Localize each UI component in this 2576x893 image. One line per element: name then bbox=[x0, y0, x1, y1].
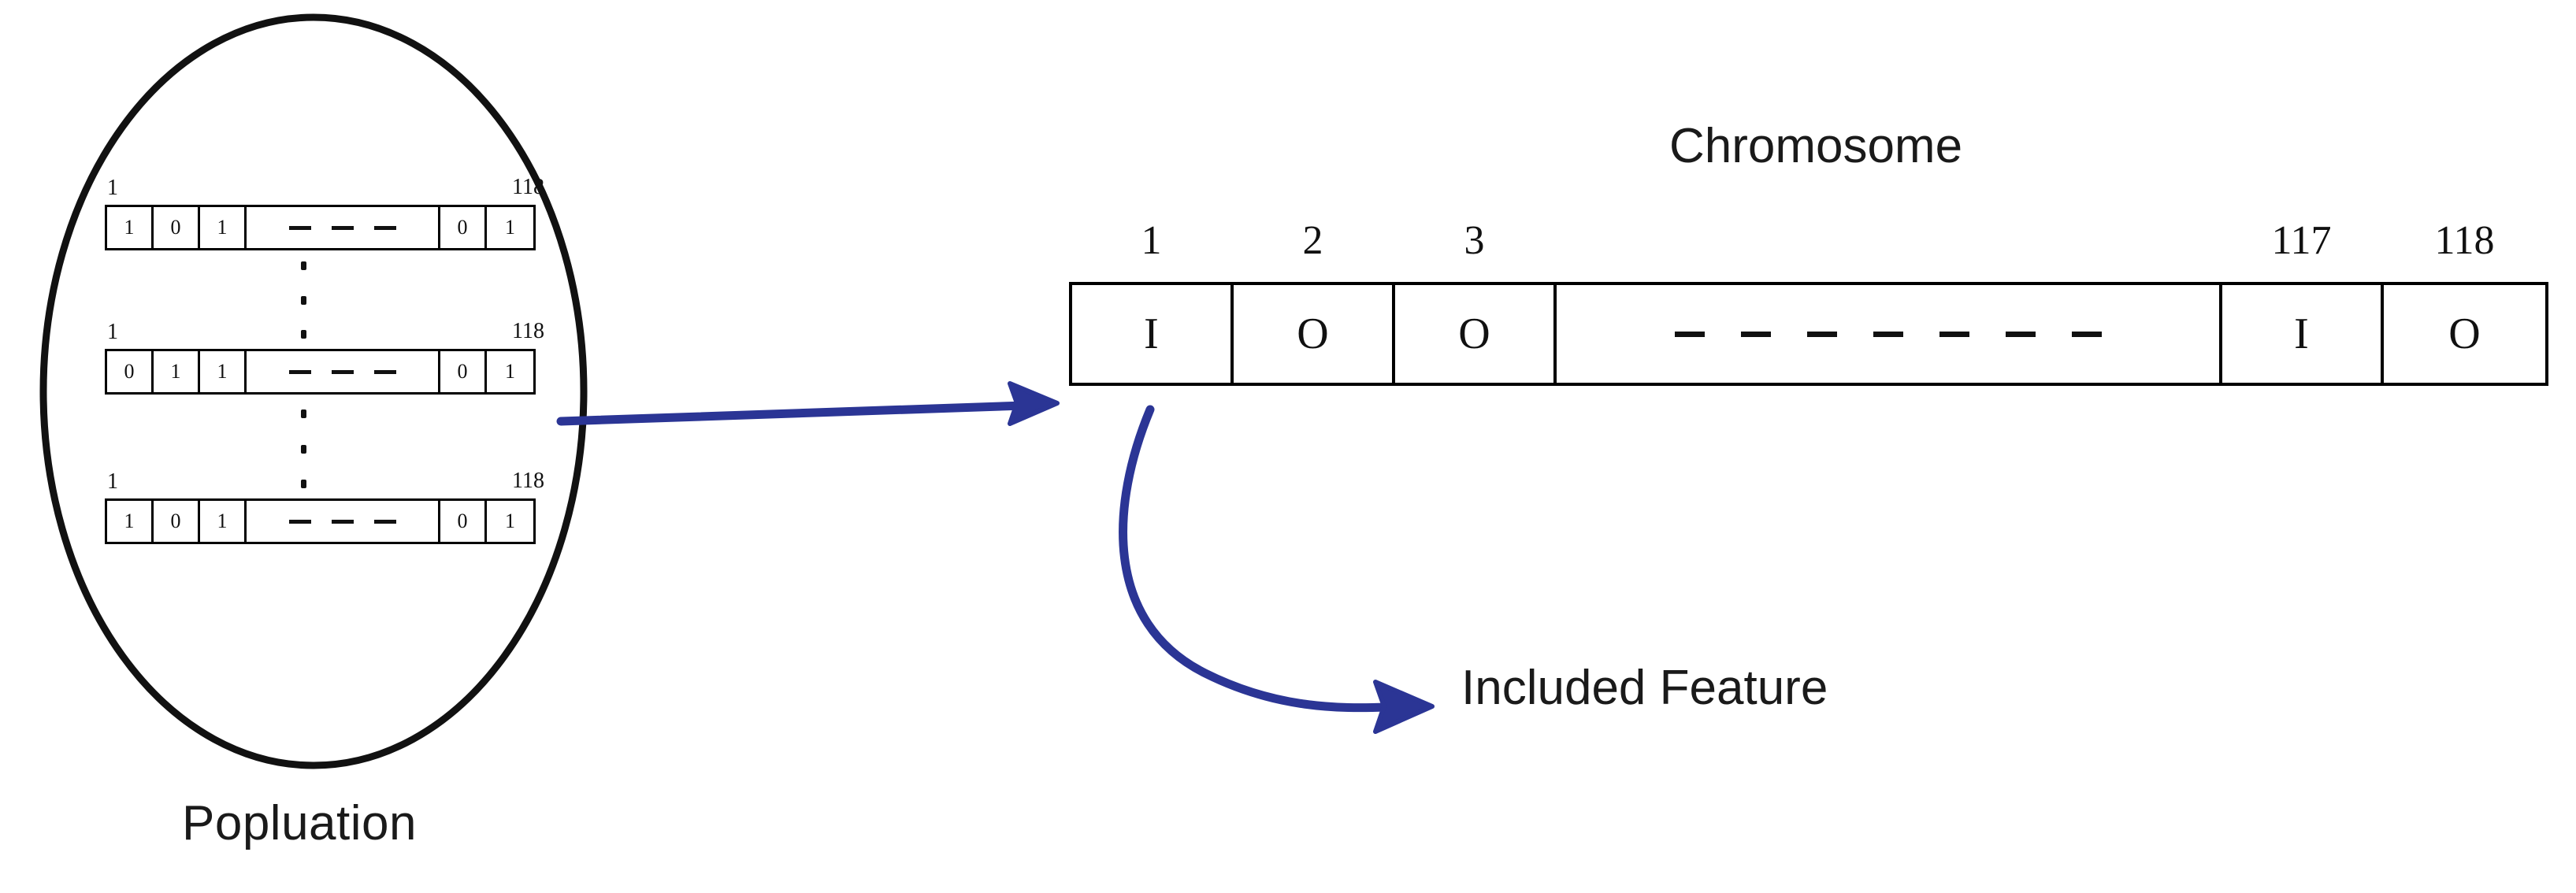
chromosome-gene-value: O bbox=[1458, 309, 1490, 358]
dash-mark-icon bbox=[2005, 331, 2036, 337]
chromosome-index-118: 118 bbox=[2434, 218, 2495, 263]
population-gene-cell: 1 bbox=[505, 509, 515, 532]
dash-mark-icon bbox=[288, 369, 311, 374]
population-row: 1 118 0 1 1 0 1 bbox=[105, 321, 544, 395]
population-row-separator-dots bbox=[299, 261, 307, 339]
dash-mark-icon bbox=[1873, 331, 1903, 337]
population-row-index-end: 118 bbox=[512, 469, 544, 493]
population-gene-cell: 1 bbox=[200, 351, 247, 392]
included-feature-callout-arrow bbox=[1119, 405, 1435, 734]
dot-icon bbox=[300, 261, 306, 270]
population-gene-cell: 1 bbox=[107, 207, 154, 248]
dash-mark-icon bbox=[288, 225, 311, 230]
chromosome-index-2: 2 bbox=[1302, 218, 1323, 263]
chromosome-gene-value: O bbox=[2448, 309, 2481, 358]
population-gene-cell: 1 bbox=[505, 360, 515, 383]
population-ellipsis-cell bbox=[247, 501, 440, 542]
dot-icon bbox=[300, 444, 306, 454]
population-gene-cell: 1 bbox=[200, 501, 247, 542]
population-gene-cell: 0 bbox=[440, 351, 487, 392]
population-row-index-start: 1 bbox=[107, 176, 118, 200]
population-label: Popluation bbox=[181, 796, 418, 850]
population-row: 1 118 1 0 1 0 1 bbox=[105, 470, 544, 544]
population-row-separator-dots bbox=[299, 409, 307, 488]
dash-mark-icon bbox=[1740, 331, 1771, 337]
population-row-index-end: 118 bbox=[512, 319, 544, 343]
dash-mark-icon bbox=[373, 519, 396, 524]
chromosome-index-1: 1 bbox=[1141, 218, 1162, 263]
population-gene-cell: 0 bbox=[440, 207, 487, 248]
chromosome-index-3: 3 bbox=[1464, 218, 1485, 263]
chromosome-gene-cell-118: 118 O bbox=[2384, 220, 2545, 383]
population-chromosome-strip: 0 1 1 0 1 bbox=[105, 349, 536, 395]
population-gene-cell: 1 bbox=[200, 207, 247, 248]
population-gene-cell: 1 bbox=[505, 216, 515, 239]
population-gene-cell: 0 bbox=[154, 501, 200, 542]
dot-icon bbox=[300, 480, 306, 488]
dash-mark-icon bbox=[2071, 331, 2102, 337]
dash-mark-icon bbox=[331, 519, 354, 524]
dot-icon bbox=[300, 295, 306, 305]
chromosome-index-117: 117 bbox=[2271, 218, 2332, 263]
dash-mark-icon bbox=[1674, 331, 1705, 337]
population-gene-cell: 1 bbox=[107, 501, 154, 542]
chromosome-gene-value: O bbox=[1297, 309, 1329, 358]
population-gene-cell: 1 bbox=[154, 351, 200, 392]
dot-icon bbox=[300, 409, 306, 418]
population-row-index-start: 1 bbox=[107, 320, 118, 344]
population-row-index-start: 1 bbox=[107, 469, 118, 494]
population-gene-cell: 0 bbox=[154, 207, 200, 248]
chromosome-gene-cell-2: 2 O bbox=[1234, 220, 1395, 383]
chromosome-gene-cell-3: 3 O bbox=[1395, 220, 1557, 383]
population-chromosome-strip: 1 0 1 0 1 bbox=[105, 205, 536, 250]
dash-mark-icon bbox=[1939, 331, 1969, 337]
population-ellipsis-cell bbox=[247, 351, 440, 392]
dash-mark-icon bbox=[331, 369, 354, 374]
chromosome-gene-cell-117: 117 I bbox=[2222, 220, 2384, 383]
population-group: 1 118 1 0 1 0 1 1 118 bbox=[0, 0, 646, 893]
population-chromosome-strip: 1 0 1 0 1 bbox=[105, 498, 536, 544]
chromosome-gene-value: I bbox=[1144, 309, 1159, 358]
chromosome-ellipsis-cell bbox=[1557, 285, 2222, 383]
population-row-index-end: 118 bbox=[512, 175, 544, 199]
chromosome-bar: 1 I 2 O 3 O 117 I 118 O bbox=[1069, 220, 2548, 386]
population-gene-cell: 0 bbox=[107, 351, 154, 392]
population-ellipsis-cell bbox=[247, 207, 440, 248]
chromosome-gene-value: I bbox=[2294, 309, 2309, 358]
population-gene-cell: 0 bbox=[440, 501, 487, 542]
dash-mark-icon bbox=[1806, 331, 1837, 337]
included-feature-label: Included Feature bbox=[1461, 661, 1828, 715]
dash-mark-icon bbox=[373, 225, 396, 230]
population-row: 1 118 1 0 1 0 1 bbox=[105, 176, 544, 250]
chromosome-gene-cell-1: 1 I bbox=[1072, 220, 1234, 383]
chromosome-title: Chromosome bbox=[1668, 119, 1963, 173]
dash-mark-icon bbox=[373, 369, 396, 374]
dash-mark-icon bbox=[331, 225, 354, 230]
dash-mark-icon bbox=[288, 519, 311, 524]
dot-icon bbox=[300, 330, 306, 339]
